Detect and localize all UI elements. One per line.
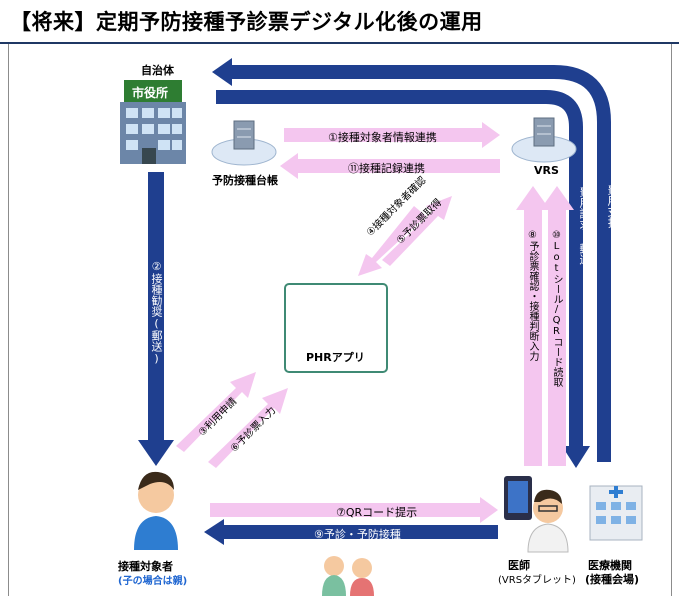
a10-shaft (548, 208, 566, 466)
a4-arrow (358, 206, 426, 276)
a9-shaft (222, 525, 498, 539)
a5-arrow (382, 196, 452, 266)
pay-arrow (228, 65, 611, 462)
city-hall-sign: 市役所 (132, 86, 169, 100)
a1-head (482, 122, 500, 148)
a9-head (204, 519, 224, 545)
a8-head (516, 186, 550, 210)
clinic-label: 医療機関 (588, 559, 632, 572)
arrow-label-11: ⑪接種記録連携 (348, 162, 425, 175)
subject-label: 接種対象者 (118, 560, 173, 573)
doctor-icon (527, 489, 569, 553)
arrow-label-10: ⑩Lotシール/QRコード読取 (551, 230, 562, 387)
page-title: 【将来】定期予防接種予診票デジタル化後の運用 (10, 10, 483, 34)
a11-head (280, 153, 298, 179)
a3-arrow (176, 372, 256, 452)
pay-label: 費用支払 (606, 184, 619, 228)
subject-sublabel: (子の場合は親) (118, 576, 188, 587)
arrow-label-1: ①接種対象者情報連携 (328, 131, 437, 144)
a10-head (540, 186, 574, 210)
subject-person-icon (134, 471, 178, 550)
phr-app-box (284, 283, 388, 373)
registry-server-icon (211, 120, 277, 166)
a6-arrow (208, 388, 288, 468)
arrow-label-2: ②接種勧奨(郵送) (150, 260, 163, 365)
title-bar: 【将来】定期予防接種予診票デジタル化後の運用 (0, 0, 679, 44)
city-hall-icon (120, 80, 186, 164)
phr-label: PHRアプリ (306, 351, 365, 364)
doctor-label: 医師 (508, 559, 530, 572)
doctor-sublabel: (VRSタブレット) (498, 575, 576, 586)
hospital-icon (589, 485, 643, 541)
arrow-label-9: ⑨予診・予防接種 (314, 528, 401, 541)
a11-shaft (296, 159, 500, 173)
city-hall-label: 自治体 (141, 64, 174, 77)
tablet-icon (504, 476, 532, 520)
a2-shaft (148, 172, 164, 442)
vrs-server-icon (511, 117, 577, 163)
pay-arrow-head (212, 58, 232, 86)
diagram-frame (8, 44, 672, 596)
bill-arrow-head (562, 446, 590, 468)
a1-shaft (284, 128, 484, 142)
a7-head (480, 497, 498, 523)
a2-head (138, 440, 174, 466)
clinic-sublabel: (接種会場) (585, 573, 640, 586)
bill-label: 費用請求(郵送) (578, 186, 591, 278)
arrow-label-7: ⑦QRコード提示 (336, 506, 418, 519)
vaccination-scene-icon (322, 556, 374, 596)
bill-arrow (216, 90, 583, 448)
a8-shaft (524, 208, 542, 466)
arrow-label-8: ⑧予診票確認・接種判断入力 (527, 230, 538, 361)
vrs-label: VRS (534, 164, 559, 177)
a7-shaft (210, 503, 482, 517)
registry-label: 予防接種台帳 (212, 174, 278, 187)
